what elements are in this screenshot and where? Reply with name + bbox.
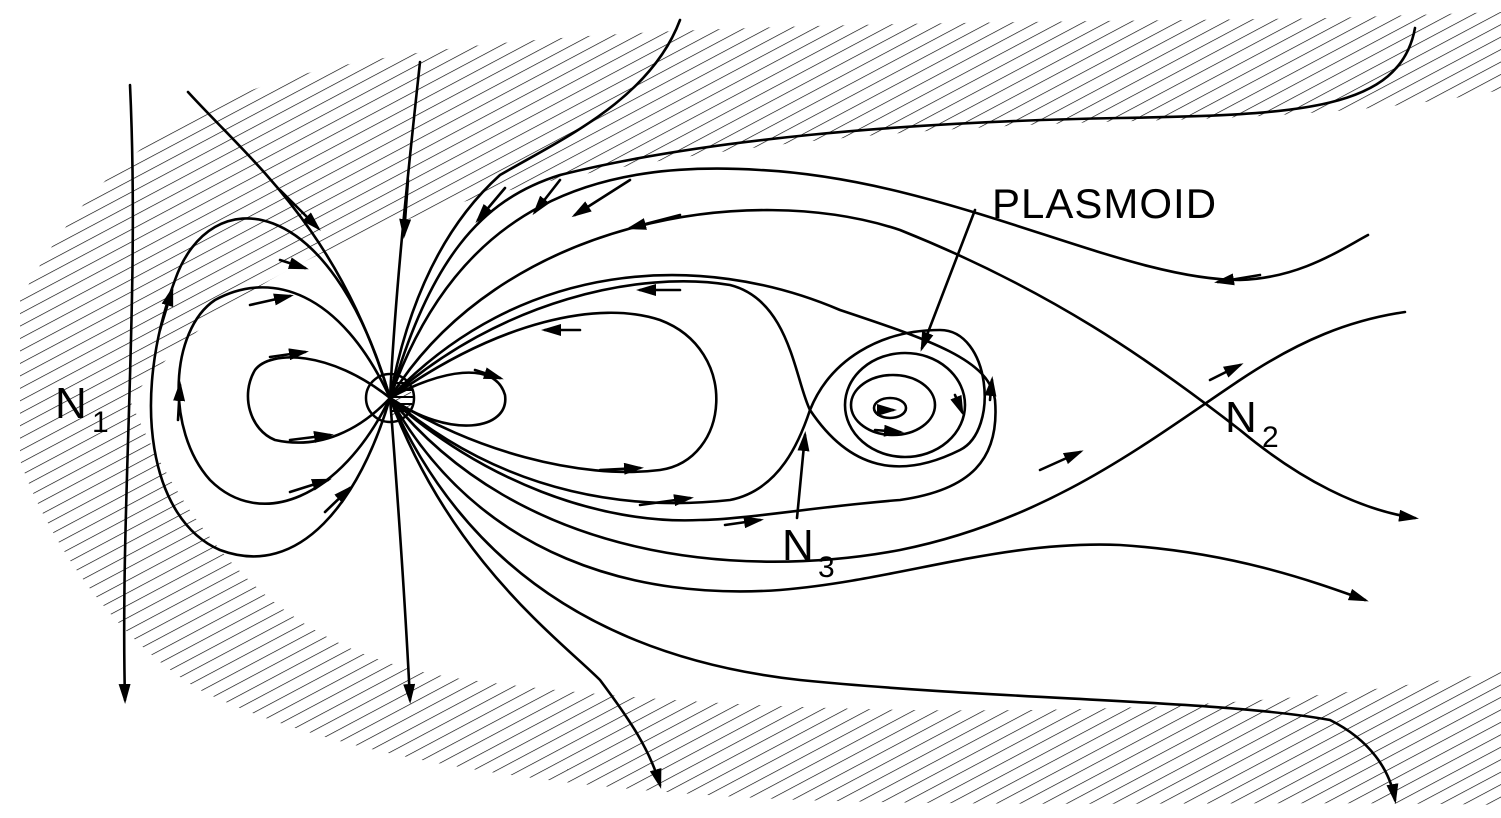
plasmoid-pointer <box>920 208 977 352</box>
n2-subscript: 2 <box>1262 421 1279 454</box>
field-line-n3-upper <box>388 280 986 468</box>
field-line-top-right <box>388 26 1417 400</box>
field-line-night-large <box>388 311 718 474</box>
n1-subscript: 1 <box>92 406 109 439</box>
field-line-n2-b <box>388 310 1407 563</box>
field-line-lower-tail-2 <box>388 396 1399 804</box>
field-line-top-mid <box>388 18 682 400</box>
field-line-open-1 <box>186 90 392 400</box>
plasmoid-label: PLASMOID <box>992 180 1217 227</box>
plasmoid-loop-inner <box>872 396 908 420</box>
magnetopause-hatch-upper <box>20 12 1501 400</box>
magnetic-field-lines <box>118 18 1419 804</box>
field-line-night-small <box>388 371 507 427</box>
field-line-n1 <box>118 83 135 704</box>
n3-label: N <box>782 521 814 570</box>
field-line-upper-tail <box>388 167 1370 400</box>
field-line-lower-tail-3 <box>388 396 662 789</box>
n3-subscript: 3 <box>818 551 835 584</box>
field-line-polar-south <box>388 396 416 704</box>
field-line-polar-north <box>388 60 422 400</box>
n3-pointer <box>795 431 810 520</box>
n2-label: N <box>1225 393 1257 442</box>
magnetopause-hatch-lower <box>20 400 1501 805</box>
field-line-plasmoid-envelope <box>388 273 997 522</box>
field-line-n3-lower <box>388 396 812 505</box>
plasmoid-loop-middle <box>849 373 937 437</box>
field-line-lower-tail-1 <box>388 396 1369 602</box>
n1-label: N <box>55 379 87 428</box>
field-line-day-inner <box>246 356 392 444</box>
field-line-day-outer <box>149 217 392 558</box>
plasmoid-loop-outer <box>843 351 967 459</box>
field-line-n2-a <box>388 208 1419 522</box>
